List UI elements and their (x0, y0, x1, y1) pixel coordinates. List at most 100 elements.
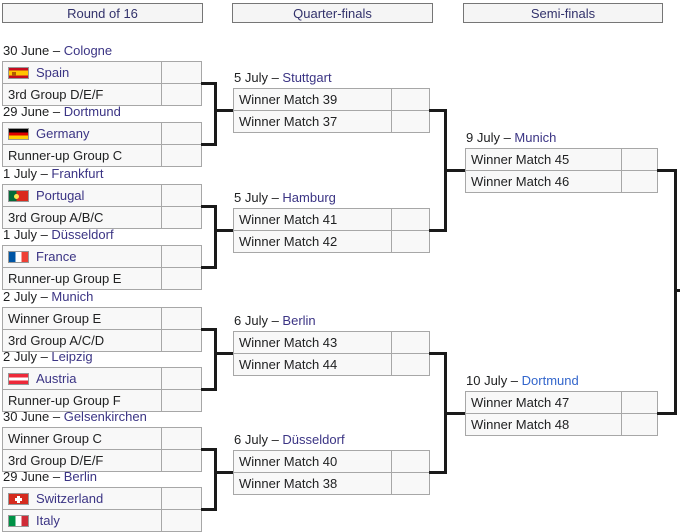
team-row: Italy (3, 509, 201, 531)
score-cell (391, 209, 429, 230)
bracket-connector-line (201, 328, 217, 331)
bracket-connector-line (444, 352, 447, 474)
venue-link[interactable]: Gelsenkirchen (63, 409, 147, 424)
venue-link[interactable]: Dortmund (63, 104, 121, 119)
team-row: Winner Group E (3, 308, 201, 329)
header-quarter-finals: Quarter-finals (232, 3, 433, 23)
match-date: 9 July – Munich (466, 129, 556, 147)
score-cell (161, 207, 201, 228)
team-row: Winner Match 41 (234, 209, 429, 230)
team-name: 3rd Group A/C/D (8, 333, 105, 348)
venue-link[interactable]: Hamburg (282, 190, 336, 205)
score-cell (161, 308, 201, 329)
score-cell (391, 332, 429, 353)
match-date-text: 2 July – (3, 289, 52, 304)
bracket-connector-line (217, 109, 233, 112)
score-cell (161, 450, 201, 471)
score-cell (161, 428, 201, 449)
score-cell (391, 354, 429, 375)
score-cell (621, 414, 657, 435)
team-row: Winner Match 40 (234, 451, 429, 472)
team-name[interactable]: Switzerland (36, 491, 104, 506)
bracket-connector-line (657, 169, 677, 172)
match-date-text: 1 July – (3, 166, 52, 181)
match-box: Winner Match 41 Winner Match 42 (233, 208, 430, 253)
venue-link[interactable]: Cologne (63, 43, 113, 58)
team-row: Winner Match 37 (234, 110, 429, 132)
match-date-text: 30 June – (3, 409, 64, 424)
team-name[interactable]: Portugal (36, 188, 85, 203)
score-cell (161, 246, 201, 267)
bracket-connector-line (429, 229, 447, 232)
match-date-text: 9 July – (466, 130, 515, 145)
team-name: Winner Match 47 (471, 395, 570, 410)
match-box: Austria Runner-up Group F (2, 367, 202, 412)
team-name[interactable]: Italy (36, 513, 60, 528)
team-name: Runner-up Group E (8, 271, 122, 286)
team-row: 3rd Group A/C/D (3, 329, 201, 351)
header-semi-finals: Semi-finals (463, 3, 663, 23)
bracket-connector-line (214, 328, 217, 391)
team-name: Winner Match 39 (239, 92, 338, 107)
score-cell (621, 149, 657, 170)
bracket-connector-line (674, 169, 677, 415)
venue-link[interactable]: Berlin (63, 469, 97, 484)
match-date: 5 July – Stuttgart (234, 69, 332, 87)
bracket-connector-line (217, 352, 233, 355)
match-box: France Runner-up Group E (2, 245, 202, 290)
venue-link[interactable]: Leipzig (51, 349, 93, 364)
match-date: 1 July – Frankfurt (3, 165, 103, 183)
venue-link[interactable]: Dortmund (521, 373, 579, 388)
bracket-connector-line (214, 205, 217, 269)
team-row: Winner Match 47 (466, 392, 657, 413)
team-row: Winner Match 39 (234, 89, 429, 110)
score-cell (161, 185, 201, 206)
match-box: Winner Match 43 Winner Match 44 (233, 331, 430, 376)
venue-link[interactable]: Düsseldorf (282, 432, 345, 447)
team-name: Winner Match 40 (239, 454, 338, 469)
venue-link[interactable]: Stuttgart (282, 70, 332, 85)
score-cell (161, 510, 201, 531)
score-cell (621, 171, 657, 192)
team-row: Runner-up Group F (3, 389, 201, 411)
team-name: 3rd Group A/B/C (8, 210, 104, 225)
team-name[interactable]: Spain (36, 65, 70, 80)
venue-link[interactable]: Frankfurt (51, 166, 104, 181)
header-label: Round of 16 (67, 5, 138, 21)
match-box: Portugal 3rd Group A/B/C (2, 184, 202, 229)
score-cell (161, 84, 201, 105)
team-name: Winner Match 44 (239, 357, 338, 372)
team-name: Winner Match 45 (471, 152, 570, 167)
match-date-text: 29 June – (3, 469, 64, 484)
venue-link[interactable]: Düsseldorf (51, 227, 114, 242)
match-date: 2 July – Munich (3, 288, 93, 306)
match-date: 30 June – Gelsenkirchen (3, 408, 147, 426)
score-cell (161, 62, 201, 83)
venue-link[interactable]: Munich (514, 130, 557, 145)
bracket-connector-line (214, 82, 217, 146)
venue-link[interactable]: Berlin (282, 313, 316, 328)
header-round-of-16: Round of 16 (2, 3, 203, 23)
team-name[interactable]: France (36, 249, 77, 264)
bracket-connector-line (217, 471, 233, 474)
team-row: Winner Match 48 (466, 413, 657, 435)
team-row: Winner Match 44 (234, 353, 429, 375)
team-name[interactable]: Austria (36, 371, 77, 386)
match-date: 29 June – Dortmund (3, 103, 121, 121)
italy-flag-icon (8, 514, 29, 527)
team-row: 3rd Group A/B/C (3, 206, 201, 228)
score-cell (161, 145, 201, 166)
bracket-connector-line (201, 82, 217, 85)
team-row: Switzerland (3, 488, 201, 509)
match-date-text: 29 June – (3, 104, 64, 119)
venue-link[interactable]: Munich (51, 289, 94, 304)
match-date-text: 2 July – (3, 349, 52, 364)
team-row: Runner-up Group C (3, 144, 201, 166)
team-name: Runner-up Group C (8, 148, 123, 163)
team-name: Winner Match 38 (239, 476, 338, 491)
team-name[interactable]: Germany (36, 126, 90, 141)
match-box: Winner Match 39 Winner Match 37 (233, 88, 430, 133)
match-box: Winner Group C 3rd Group D/E/F (2, 427, 202, 472)
score-cell (161, 330, 201, 351)
